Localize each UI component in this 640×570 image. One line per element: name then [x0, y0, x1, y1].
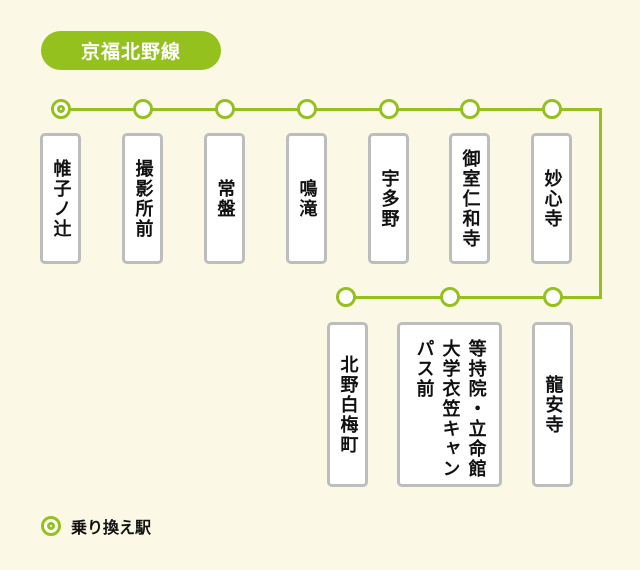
station-card[interactable]: 撮影所前 [122, 133, 163, 264]
route-line-right [599, 108, 602, 299]
station-marker [460, 99, 480, 119]
legend: 乗り換え駅 [41, 514, 151, 538]
legend-label: 乗り換え駅 [71, 518, 152, 537]
route-line-top [61, 108, 602, 111]
route-line-bottom [346, 296, 602, 299]
station-card[interactable]: 常盤 [204, 133, 245, 264]
station-marker [542, 99, 562, 119]
station-card[interactable]: 龍安寺 [532, 322, 573, 487]
station-name: 帷子ノ辻 [50, 158, 72, 239]
station-card[interactable]: 鳴滝 [286, 133, 327, 264]
transfer-station-marker [51, 99, 71, 119]
station-name: 御室仁和寺 [459, 148, 481, 249]
station-name: 宇多野 [378, 168, 400, 229]
station-name: 龍安寺 [542, 374, 564, 435]
station-card[interactable]: 妙心寺 [531, 133, 572, 264]
station-card[interactable]: 北野白梅町 [327, 322, 368, 487]
station-card[interactable]: 宇多野 [368, 133, 409, 264]
station-name: 妙心寺 [541, 168, 563, 229]
station-name: 鳴滝 [296, 178, 318, 219]
station-marker [379, 99, 399, 119]
station-card[interactable]: 御室仁和寺 [449, 133, 490, 264]
line-title: 京福北野線 [41, 31, 221, 70]
station-marker [543, 287, 563, 307]
station-name: 北野白梅町 [337, 354, 359, 455]
station-marker [336, 287, 356, 307]
station-marker [133, 99, 153, 119]
station-name: 常盤 [214, 178, 236, 219]
station-card[interactable]: 等持院・立命館 大学衣笠キャン パス前 [397, 322, 502, 487]
station-marker [297, 99, 317, 119]
station-marker [440, 287, 460, 307]
transfer-station-icon [41, 516, 61, 536]
station-name: 等持院・立命館 大学衣笠キャン パス前 [413, 339, 487, 479]
station-name: 撮影所前 [132, 158, 154, 239]
station-card[interactable]: 帷子ノ辻 [40, 133, 81, 264]
station-marker [215, 99, 235, 119]
